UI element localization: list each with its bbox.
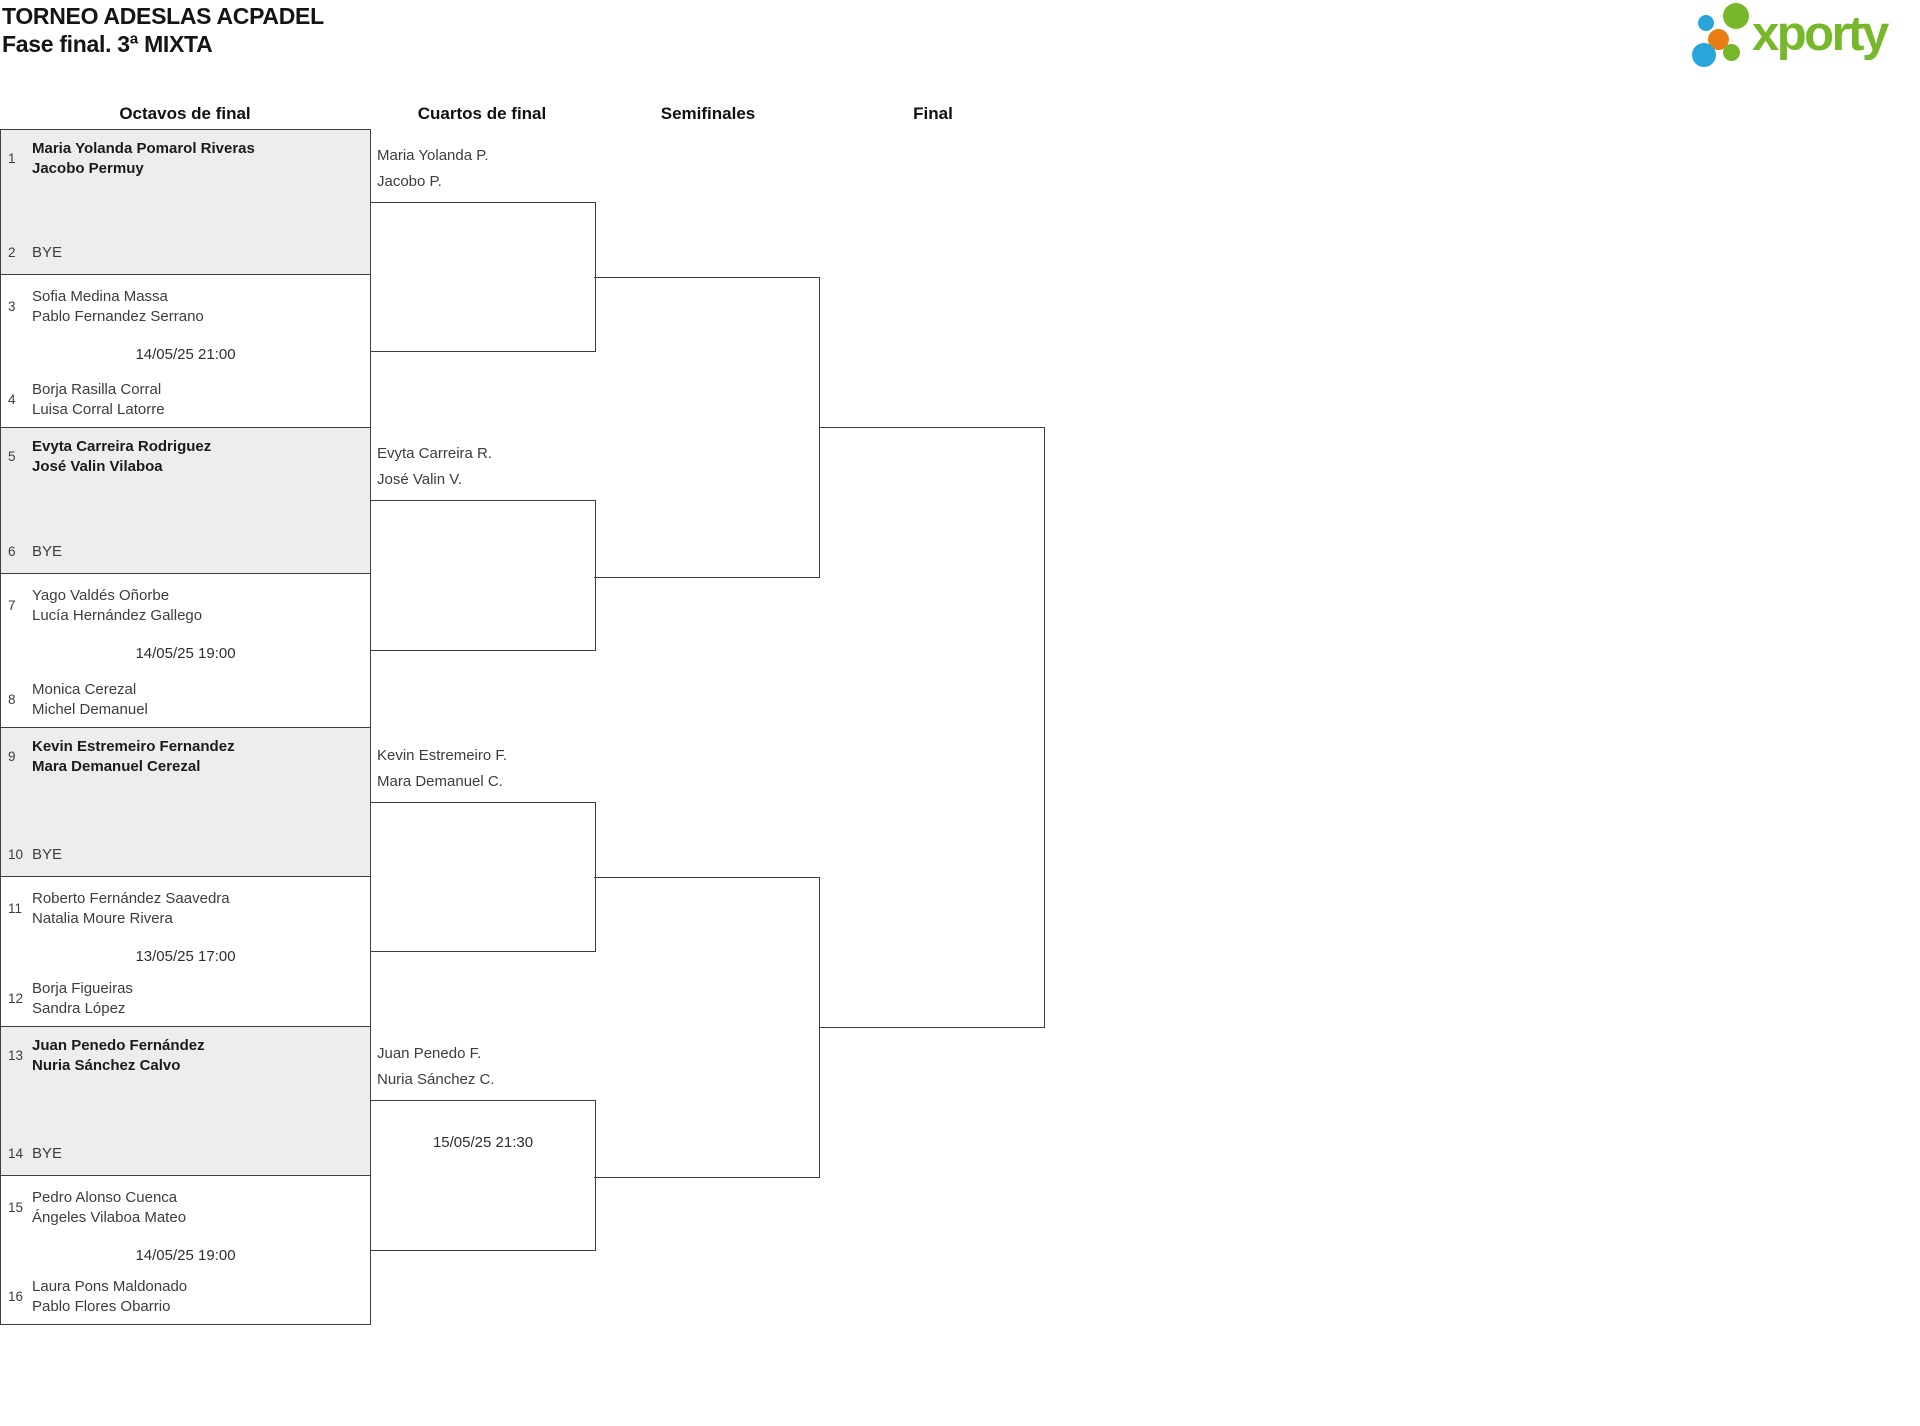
match-date: 15/05/25 21:30 xyxy=(432,1134,534,1151)
round-header-final: Final xyxy=(913,104,953,123)
qf-winner-label-3: Kevin Estremeiro F.Mara Demanuel C. xyxy=(377,747,508,790)
logo-dot-icon xyxy=(1723,3,1749,29)
bracket-entry: 10 BYE xyxy=(8,845,62,865)
logo-dot-icon xyxy=(1723,44,1740,61)
bracket-entry: 14 BYE xyxy=(8,1144,62,1164)
page-subtitle: Fase final. 3ª MIXTA xyxy=(2,31,213,57)
logo-dot-icon xyxy=(1692,43,1716,67)
quarterfinal-box-1[interactable] xyxy=(370,202,596,352)
semifinal-box-2[interactable] xyxy=(594,877,820,1178)
logo-brand-text: xporty xyxy=(1752,7,1889,61)
seed-number: 2 xyxy=(8,244,16,260)
logo-dot-icon xyxy=(1698,15,1714,31)
seed-number: 8 xyxy=(8,692,16,707)
bye-label: BYE xyxy=(32,542,63,560)
seed-number: 1 xyxy=(8,151,16,166)
match-date: 13/05/25 17:00 xyxy=(135,948,236,965)
seed-number: 15 xyxy=(8,1200,24,1215)
final-box[interactable] xyxy=(819,427,1045,1028)
bye-label: BYE xyxy=(32,1144,63,1162)
round-header-octavos: Octavos de final xyxy=(119,104,251,123)
qf-winner-label-1: Maria Yolanda P.Jacobo P. xyxy=(377,147,489,190)
seed-number: 9 xyxy=(8,749,16,764)
semifinal-box-1[interactable] xyxy=(594,277,820,578)
round-header-cuartos: Cuartos de final xyxy=(417,104,547,123)
seed-number: 12 xyxy=(8,991,24,1006)
logo-dot-icon xyxy=(1708,29,1729,50)
match-date: 14/05/25 19:00 xyxy=(135,645,236,662)
seed-number: 6 xyxy=(8,543,16,559)
seed-number: 3 xyxy=(8,299,16,314)
seed-number: 5 xyxy=(8,449,16,464)
seed-number: 11 xyxy=(8,901,23,916)
bracket-entry: 6 BYE xyxy=(8,542,62,562)
bracket-entry: 2 BYE xyxy=(8,243,62,263)
bye-label: BYE xyxy=(32,845,63,863)
qf-winner-label-2: Evyta Carreira R.José Valin V. xyxy=(377,445,493,488)
match-date: 14/05/25 21:00 xyxy=(135,346,236,363)
round-header-semifinales: Semifinales xyxy=(660,104,756,123)
seed-number: 10 xyxy=(8,846,24,862)
xporty-logo[interactable]: xporty xyxy=(1690,0,1918,70)
seed-number: 7 xyxy=(8,598,16,613)
qf-winner-label-4: Juan Penedo F.Nuria Sánchez C. xyxy=(377,1045,495,1088)
quarterfinal-box-4[interactable]: 15/05/25 21:30 xyxy=(370,1100,596,1251)
page-title: TORNEO ADESLAS ACPADEL xyxy=(2,3,324,29)
seed-number: 16 xyxy=(8,1289,24,1304)
match-date: 14/05/25 19:00 xyxy=(135,1247,236,1264)
seed-number: 14 xyxy=(8,1145,24,1161)
quarterfinal-box-3[interactable] xyxy=(370,802,596,952)
quarterfinal-box-2[interactable] xyxy=(370,500,596,651)
bye-label: BYE xyxy=(32,243,63,261)
seed-number: 4 xyxy=(8,392,16,407)
seed-number: 13 xyxy=(8,1048,24,1063)
